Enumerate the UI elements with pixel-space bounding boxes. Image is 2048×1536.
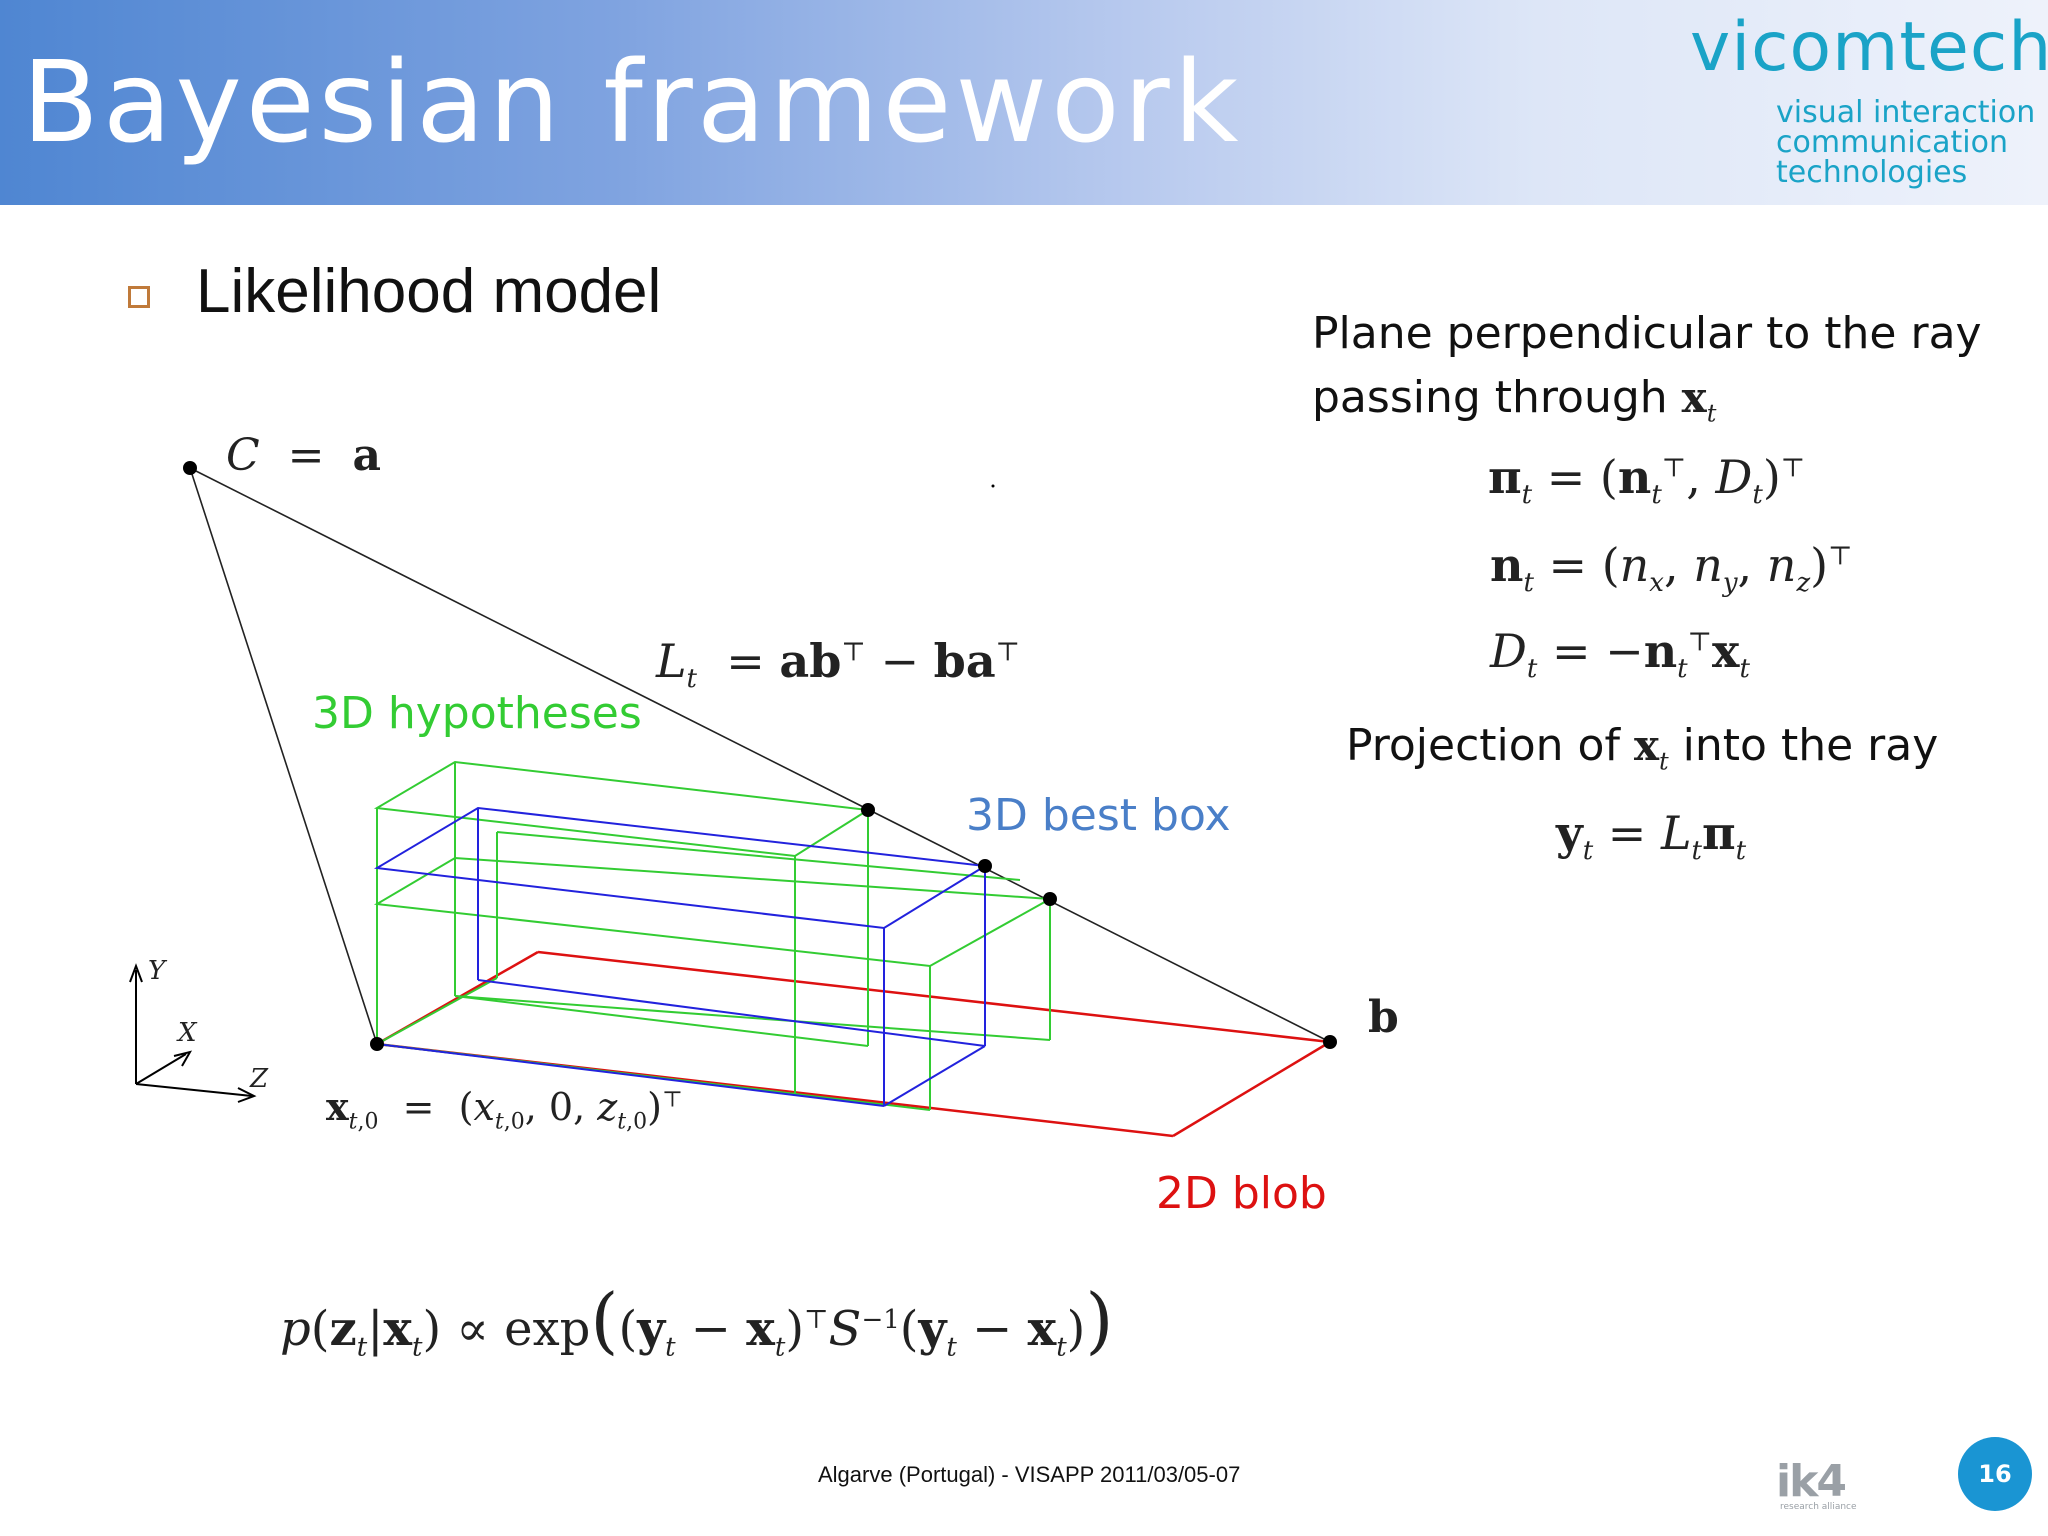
plane-caption-line2: passing through xt [1312,372,1716,427]
point-best-box-top [978,859,992,873]
logo-tagline-1: visual interaction [1776,95,2036,130]
page-number-badge: 16 [1958,1437,2032,1511]
equation-y-t: yt = Ltπt [1556,806,1747,867]
equation-likelihood: p(zt|xt) ∝ exp((yt − xt)⊤S−1(yt − xt)) [280,1278,1114,1363]
point-b-label: b [1368,992,1399,1043]
projection-caption: Projection of xt into the ray [1346,720,1938,775]
slide-title: Bayesian framework [22,38,1243,168]
equation-pi-t: πt = (nt⊤, Dt)⊤ [1488,450,1806,511]
ik4-wordmark: ik4 [1776,1456,1847,1507]
plane-caption-text: passing through [1312,372,1668,423]
plane-caption-line1: Plane perpendicular to the ray [1312,308,1982,359]
symbol-x-t-projection: xt [1633,721,1669,776]
bullet-likelihood-model: Likelihood model [196,257,662,326]
best-box [373,806,988,1107]
point-x-t0 [370,1037,384,1051]
label-3d-hypotheses: 3D hypotheses [312,688,642,739]
equals-sign: = [273,430,339,481]
point-C-label: C [226,430,260,481]
ik4-subtitle: research alliance [1780,1502,1857,1512]
label-3d-best-box: 3D best box [966,790,1231,841]
logo-wordmark: vicomtech [1690,8,2048,87]
ik4-logo: ik4 research alliance [1776,1456,1886,1512]
logo-tagline-2: communication [1776,125,2009,160]
symbol-x-t: xt [1681,373,1717,428]
label-C-equals-a: C = a [226,430,381,481]
point-b [1323,1035,1337,1049]
key-points [183,461,1337,1051]
axis-Y-label: Y [148,956,166,986]
equation-x-t0: xt,0 = (xt,0, 0, zt,0)⊤ [326,1084,683,1135]
projection-caption-after: into the ray [1682,720,1939,771]
footer-conference: Algarve (Portugal) - VISAPP 2011/03/05-0… [818,1462,1241,1487]
equation-L-t: Lt = ab⊤ − ba⊤ [656,634,1021,695]
stray-dot [991,484,995,488]
equation-D-t: Dt = −nt⊤xt [1490,624,1750,685]
point-a [183,461,197,475]
point-hypothesis-top [861,803,875,817]
axis-Z-label: Z [250,1064,269,1094]
projection-caption-before: Projection of [1346,720,1620,771]
ray-to-base-line [189,467,378,1045]
vicomtech-logo: vicomtech visual interaction communicati… [1680,8,2048,198]
logo-tagline-3: technologies [1776,155,1968,190]
axis-X-label: X [178,1018,197,1048]
ray-line [189,467,1331,1043]
point-a-label: a [352,430,382,481]
label-2d-blob: 2D blob [1156,1168,1327,1219]
bullet-square-icon [128,286,150,308]
point-hypothesis-top-2 [1043,892,1057,906]
title-bar [0,0,2048,205]
equation-n-t: nt = (nx, ny, nz)⊤ [1490,538,1853,599]
axis-triad-icon [129,963,257,1103]
